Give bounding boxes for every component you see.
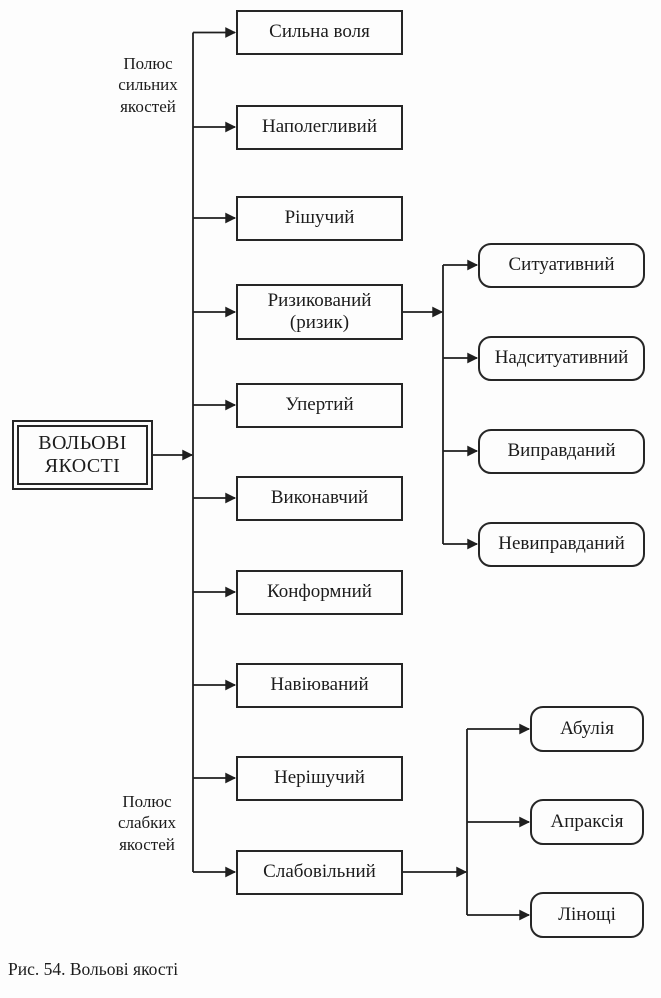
root-box: ВОЛЬОВІ ЯКОСТІ — [12, 420, 153, 490]
trait-box-conformist: Конформний — [236, 569, 403, 615]
weak-type-box-abulia: Абулія — [530, 706, 644, 752]
trait-box-persistent: Наполегливий — [236, 104, 403, 150]
pole-weak-label: Полюс слабких якостей — [117, 792, 177, 854]
trait-box-strong-will: Сильна воля — [236, 10, 403, 55]
trait-box-weak-willed: Слабовільний — [236, 849, 403, 895]
risk-type-box-justified: Виправданий — [478, 428, 645, 474]
trait-box-suggestible: Навіюваний — [236, 662, 403, 708]
trait-box-decisive: Рішучий — [236, 195, 403, 241]
risk-type-box-situational: Ситуативний — [478, 242, 645, 288]
weak-type-box-apraxia: Апраксія — [530, 799, 644, 845]
weak-type-box-laziness: Лінощі — [530, 892, 644, 938]
trait-box-stubborn: Упертий — [236, 382, 403, 428]
root-box-label: ВОЛЬОВІ ЯКОСТІ — [17, 425, 148, 485]
trait-box-indecisive: Нерішучий — [236, 755, 403, 801]
pole-strong-label: Полюс сильних якостей — [118, 54, 178, 116]
risk-type-box-unjustified: Невиправданий — [478, 521, 645, 567]
risk-type-box-suprasituational: Надситуативний — [478, 335, 645, 381]
figure-caption: Рис. 54. Вольові якості — [8, 959, 179, 979]
trait-box-executive: Виконавчий — [236, 475, 403, 521]
trait-box-risky: Ризикований (ризик) — [236, 284, 403, 340]
